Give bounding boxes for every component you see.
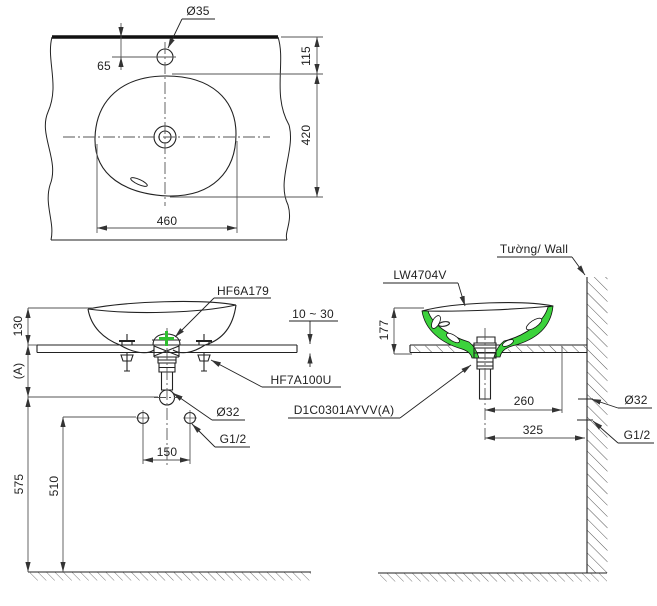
- dim-basin-width: 460: [156, 214, 178, 228]
- label-drain-fitting: HF6A179: [216, 284, 270, 298]
- dim-drain-to-wall: 260: [513, 394, 535, 408]
- label-drain-model: D1C0301AYVV(A): [293, 403, 395, 417]
- fixing-bolt: [119, 334, 135, 372]
- dim-hole-diameter: Ø35: [186, 4, 210, 18]
- top-view: [44, 18, 323, 241]
- dim-waste-outlet-side: Ø32: [624, 393, 648, 407]
- dim-supply-spacing: 150: [156, 445, 178, 459]
- label-basin-model: LW4704V: [393, 268, 447, 282]
- supply-connection: [136, 410, 197, 426]
- label-wall: Tường/ Wall: [499, 242, 569, 256]
- dim-centre-to-wall: 325: [522, 423, 544, 437]
- side-view: [288, 256, 654, 582]
- overflow-hole: [438, 321, 450, 327]
- dim-supply-to-floor: 510: [47, 475, 61, 497]
- drain-highlight-cross: [159, 331, 174, 346]
- dim-outlet-to-floor: 575: [12, 473, 26, 495]
- dim-counter-thickness: 10 ~ 30: [292, 307, 334, 321]
- dim-basin-depth: 420: [299, 124, 313, 146]
- dim-waste-outlet-front: Ø32: [216, 405, 240, 419]
- dim-adjustable-height: (A): [11, 362, 25, 380]
- dim-supply-thread-front: G1/2: [219, 432, 247, 446]
- dim-rim-above-counter: 130: [11, 315, 25, 337]
- dim-hole-offset: 65: [97, 59, 111, 73]
- dim-basin-height: 177: [377, 319, 391, 341]
- dim-supply-thread-side: G1/2: [623, 428, 651, 442]
- front-view: [25, 297, 341, 581]
- label-fixing-bolt: HF7A100U: [270, 373, 332, 387]
- dim-back-to-basin: 115: [299, 46, 313, 66]
